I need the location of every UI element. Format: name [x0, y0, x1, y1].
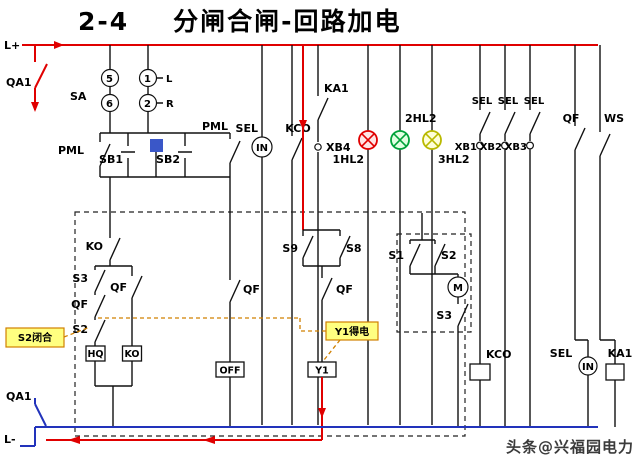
label-sel-r1: SEL	[472, 96, 493, 107]
off-coil-box	[215, 361, 245, 378]
label-ko-contact: KO	[86, 240, 103, 253]
lamp-3hl2-yellow	[422, 130, 442, 150]
label-ka1-upper: KA1	[324, 82, 349, 95]
label-s2-left: S2	[72, 323, 88, 336]
label-s8: S8	[346, 242, 362, 255]
y1-energized-callout: Y1得电	[323, 321, 379, 361]
label-qa1-top: QA1	[6, 76, 32, 89]
ko-coil-box	[121, 345, 143, 362]
lamp-2hl2-green	[390, 130, 410, 150]
label-ko-coil: KO	[124, 349, 139, 360]
label-qf-y1: QF	[336, 283, 353, 296]
live-return-path	[46, 377, 326, 444]
indicator-lamps: 1HL2 2HL2 3HL2	[332, 45, 470, 425]
label-qf-left-outer: QF	[71, 298, 88, 311]
page-title: 2-4 分闸合闸-回路加电	[78, 2, 402, 38]
label-position-r: R	[166, 99, 174, 110]
blue-button-icon	[150, 139, 163, 152]
label-sel-bottom: SEL	[550, 347, 572, 360]
label-1hl2: 1HL2	[332, 153, 364, 166]
label-s1-right: S1	[388, 249, 404, 262]
label-qa1-bottom: QA1	[6, 390, 32, 403]
label-sb1: SB1	[99, 153, 123, 166]
label-m-motor: M	[453, 283, 463, 294]
label-s2-right: S2	[441, 249, 457, 262]
label-kco-mid: KCO	[285, 122, 310, 135]
label-qf-mid: QF	[243, 283, 260, 296]
label-y1-energized: Y1得电	[334, 325, 369, 338]
label-xb2: XB2	[480, 142, 502, 153]
watermark: 头条@兴福园电力	[503, 436, 636, 457]
selector-sa: 5 1 L 6 2 R SA	[70, 45, 174, 133]
label-off-coil: OFF	[219, 366, 240, 377]
s2-closed-callout: S2闭合	[5, 317, 326, 348]
label-pml-left: PML	[58, 144, 84, 157]
title-text: 分闸合闸-回路加电	[173, 7, 402, 36]
label-s3-left: S3	[72, 272, 88, 285]
label-sa: SA	[70, 90, 87, 103]
label-ws: WS	[604, 112, 624, 125]
hq-coil-box	[85, 345, 106, 362]
label-qf-top-right: QF	[563, 112, 580, 125]
control-dashed-box	[74, 211, 466, 437]
lamp-1hl2-red	[358, 130, 378, 150]
sel-xb-columns-right: SEL SEL SEL XB1 XB2 XB3	[455, 45, 545, 427]
pml-sb-buttons-row: PML SB1 SB2 PML	[58, 120, 241, 232]
label-2hl2: 2HL2	[405, 112, 437, 125]
kco-coil-box	[469, 363, 491, 381]
label-contact-2: 2	[144, 99, 151, 110]
motor-dashed-box	[396, 233, 472, 333]
sel-in-column: IN SEL	[236, 45, 273, 425]
label-xb3: XB3	[505, 142, 527, 153]
label-position-l: L	[166, 74, 173, 85]
off-branch: OFF QF	[215, 177, 260, 427]
label-xb1: XB1	[455, 142, 477, 153]
kco-column: KCO	[285, 45, 311, 425]
label-ka1-bottom: KA1	[608, 347, 633, 360]
qf-ws-columns: QF WS	[563, 45, 624, 427]
label-sel-mid: SEL	[236, 122, 258, 135]
label-in-bottom: IN	[582, 362, 594, 373]
label-s9: S9	[282, 242, 298, 255]
label-sel-r2: SEL	[498, 96, 519, 107]
label-kco-bottom: KCO	[486, 348, 511, 361]
label-sb2: SB2	[156, 153, 180, 166]
bottom-right-coils: IN KCO SEL KA1	[469, 347, 633, 381]
motor-branch: M S1 S2 S3	[388, 213, 469, 427]
title-number: 2-4	[78, 7, 130, 36]
label-contact-1: 1	[144, 74, 151, 85]
label-sel-r3: SEL	[524, 96, 545, 107]
label-l-plus: L+	[4, 39, 20, 52]
ko-hq-branch: HQ KO KO S3 QF S2 QF	[71, 232, 143, 427]
top-live-bus	[22, 41, 598, 49]
label-y1-coil: Y1	[314, 366, 329, 377]
label-hq-coil: HQ	[87, 349, 103, 360]
label-s2-closed: S2闭合	[18, 331, 53, 344]
ka1-coil-box	[605, 363, 625, 381]
qa1-bottom-switch: QA1 L-	[4, 390, 47, 447]
label-in-mid: IN	[256, 143, 268, 154]
label-xb4: XB4	[326, 141, 351, 154]
label-pml-upper: PML	[202, 120, 228, 133]
label-s3-right: S3	[436, 309, 452, 322]
qa1-top-switch: L+ QA1	[4, 39, 48, 112]
label-contact-5: 5	[106, 74, 113, 85]
label-qf-left-inner: QF	[110, 281, 127, 294]
label-l-minus: L-	[4, 433, 16, 446]
label-3hl2: 3HL2	[438, 153, 470, 166]
ka1-column: KA1 XB4	[314, 45, 351, 425]
label-contact-6: 6	[106, 99, 113, 110]
